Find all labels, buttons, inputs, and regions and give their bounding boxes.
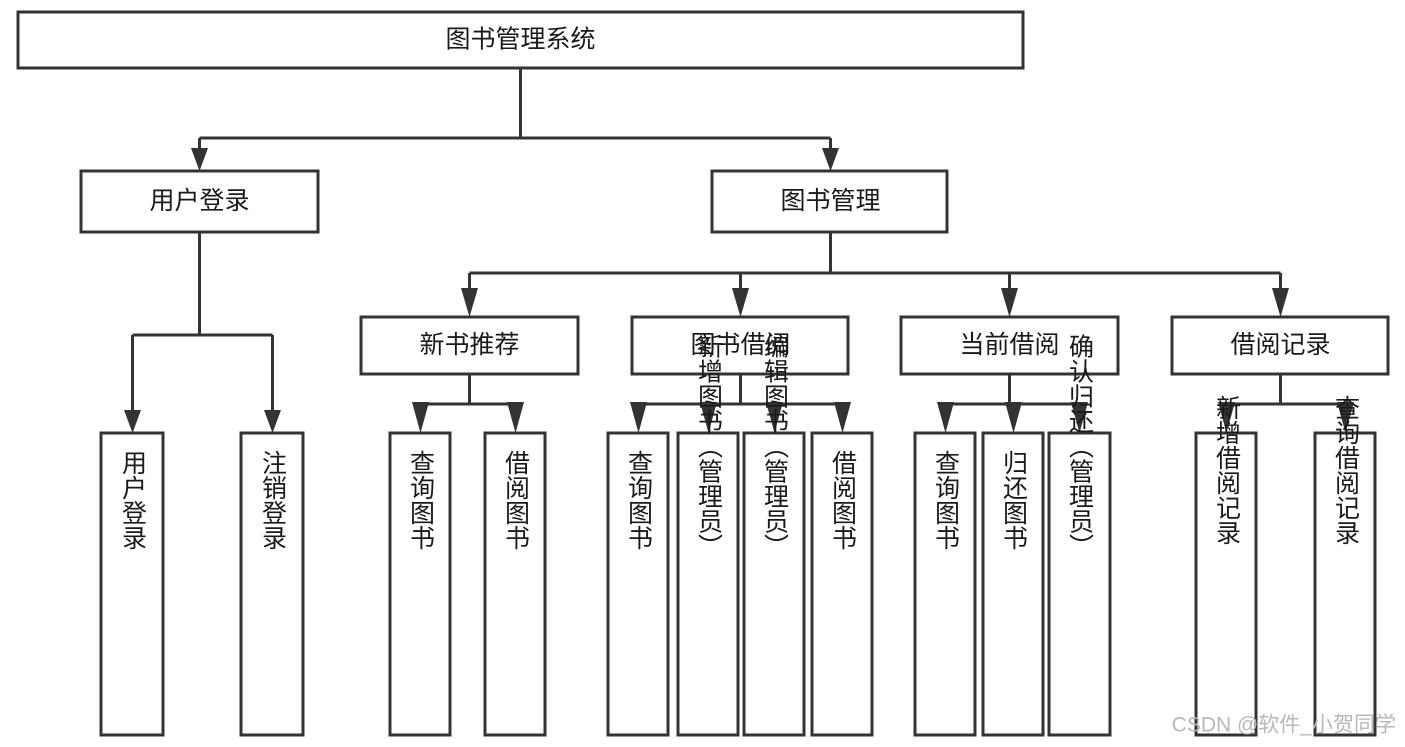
leaf-edit-book-admin-box[interactable] [742,431,806,737]
leaf-query-book-current[interactable]: 查询图书 [913,431,977,737]
node-user-login[interactable]: 用户登录 [79,169,320,234]
node-current-borrow-box[interactable] [899,315,1120,376]
leaf-logout[interactable]: 注销登录 [239,431,305,737]
node-user-login-label: 用户登录 [149,187,249,215]
arrow-icon-to-user-login [191,148,208,171]
leaf-add-borrow-record[interactable]: 新增借阅记录 [1194,395,1258,737]
node-book-management[interactable]: 图书管理 [710,169,949,234]
leaf-borrow-book-new-label: 借阅图书 [502,450,531,550]
arrow-icon-new-books-leaf-1 [412,402,429,433]
leaf-borrow-book-label: 借阅图书 [829,450,858,550]
leaf-confirm-return-admin-box[interactable] [1047,431,1112,737]
node-book-management-label: 图书管理 [780,187,880,215]
node-book-borrow[interactable]: 图书借阅 [630,315,850,376]
arrow-icon-to-borrow [732,288,749,317]
csdn-watermark: CSDN @软件_小贺同学 [1172,714,1396,737]
arrow-icon-records-leaf-1 [1218,402,1235,433]
node-borrow-records[interactable]: 借阅记录 [1170,315,1390,376]
leaf-query-book-new[interactable]: 查询图书 [388,431,452,737]
arrow-icon-borrow-leaf-1 [630,402,647,433]
leaf-query-borrow-record-box[interactable] [1313,431,1377,737]
node-borrow-records-box[interactable] [1170,315,1390,376]
node-borrow-records-label: 借阅记录 [1230,331,1330,359]
arrow-icon-new-books-leaf-2 [507,402,524,433]
leaf-return-book-label: 归还图书 [1000,450,1029,550]
leaf-borrow-book-new-box[interactable] [483,431,547,737]
node-root[interactable]: 图书管理系统 [16,10,1025,70]
leaf-query-book-new-label: 查询图书 [407,450,436,550]
leaf-user-login-box[interactable] [99,431,165,737]
leaf-query-borrow-record[interactable]: 查询借阅记录 [1313,395,1377,737]
leaf-borrow-book-new[interactable]: 借阅图书 [483,431,547,737]
leaf-logout-label: 注销登录 [259,450,288,550]
leaf-add-borrow-record-label: 新增借阅记录 [1213,395,1242,545]
leaf-logout-box[interactable] [239,431,305,737]
arrow-icon-to-new-books [461,288,478,317]
arrow-icon-borrow-leaf-4 [834,402,851,433]
arrow-icon-to-records [1272,288,1289,317]
node-root-box[interactable] [16,10,1025,70]
arrow-icon-to-current [1001,288,1018,317]
leaf-edit-book-admin[interactable]: 编辑图书（管理员） [742,334,806,737]
node-book-management-box[interactable] [710,169,949,234]
leaf-query-book-current-box[interactable] [913,431,977,737]
leaf-query-book-new-box[interactable] [388,431,452,737]
leaf-add-borrow-record-box[interactable] [1194,431,1258,737]
leaf-add-book-admin-box[interactable] [676,431,740,737]
arrow-icon-borrow-leaf-2 [700,402,717,433]
leaf-return-book[interactable]: 归还图书 [981,431,1045,737]
leaf-add-book-admin[interactable]: 新增图书（管理员） [676,334,740,737]
node-new-book-recommend-label: 新书推荐 [419,331,519,359]
leaf-query-book-borrow-label: 查询图书 [625,450,654,550]
arrow-icon-borrow-leaf-3 [766,402,783,433]
node-book-borrow-box[interactable] [630,315,850,376]
node-current-borrow[interactable]: 当前借阅 [899,315,1120,376]
node-current-borrow-label: 当前借阅 [959,331,1059,359]
leaf-edit-book-admin-label: 编辑图书（管理员） [761,334,790,559]
leaf-query-book-borrow[interactable]: 查询图书 [606,431,670,737]
arrow-icon-current-leaf-1 [937,402,954,433]
leaf-confirm-return-admin-label: 确认归还（管理员） [1066,334,1095,559]
arrow-icon-current-leaf-3 [1071,402,1088,433]
arrow-icon-current-leaf-2 [1005,402,1022,433]
leaf-user-login[interactable]: 用户登录 [99,431,165,737]
arrow-icon-records-leaf-2 [1337,402,1354,433]
arrowhead-layer [124,148,1354,433]
node-new-book-recommend[interactable]: 新书推荐 [359,315,580,376]
arrow-icon-to-leaf-user-login [124,410,141,433]
arrow-icon-to-book-mgmt [822,148,839,171]
node-new-book-recommend-box[interactable] [359,315,580,376]
leaf-query-borrow-record-label: 查询借阅记录 [1332,395,1361,545]
leaf-return-book-box[interactable] [981,431,1045,737]
node-book-borrow-label: 图书借阅 [690,331,790,359]
node-root-label: 图书管理系统 [445,26,595,54]
leaf-borrow-book[interactable]: 借阅图书 [810,431,874,737]
node-user-login-box[interactable] [79,169,320,234]
leaf-confirm-return-admin[interactable]: 确认归还（管理员） [1047,334,1112,737]
leaf-user-login-label: 用户登录 [119,450,148,550]
leaf-borrow-book-box[interactable] [810,431,874,737]
arrow-icon-to-leaf-logout [264,410,281,433]
leaf-query-book-borrow-box[interactable] [606,431,670,737]
leaf-query-book-current-label: 查询图书 [932,450,961,550]
leaf-add-book-admin-label: 新增图书（管理员） [695,334,724,559]
